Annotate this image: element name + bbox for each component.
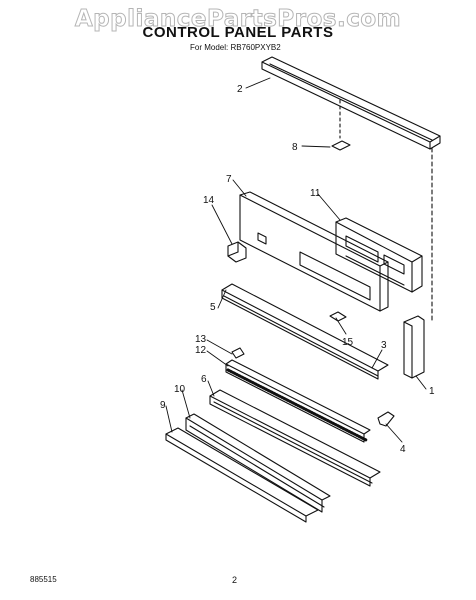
callout-4: 4	[400, 444, 406, 455]
part-4-bracket	[377, 411, 395, 427]
callout-14: 14	[203, 195, 215, 206]
callout-labels: 1 2 3 4 5 6 7 8 9 10 11 12 13 14 15	[160, 84, 435, 455]
part-15-clip	[329, 311, 347, 322]
callout-15: 15	[342, 337, 354, 348]
part-13-clip	[231, 347, 245, 359]
callout-10: 10	[174, 384, 186, 395]
watermark: AppliancePartsPros.com	[74, 6, 402, 33]
callout-8: 8	[292, 142, 298, 153]
callout-1: 1	[429, 386, 435, 397]
callout-7: 7	[226, 174, 232, 185]
part-2-top-trim	[261, 56, 441, 150]
part-5-trim-channel	[221, 283, 389, 380]
part-8-clip	[331, 99, 351, 151]
footer-code: 885515	[30, 575, 57, 584]
callout-5: 5	[210, 302, 216, 313]
part-9-lower-rail	[165, 427, 319, 523]
part-11-clock-module	[335, 217, 423, 293]
callout-13: 13	[195, 334, 207, 345]
part-14-knob	[227, 241, 247, 263]
callout-3: 3	[381, 340, 387, 351]
part-6-mounting-channel	[209, 389, 381, 487]
part-1-end-bracket	[403, 315, 425, 379]
callout-9: 9	[160, 400, 166, 411]
part-10-rail	[185, 413, 331, 513]
page-number: 2	[232, 575, 238, 585]
callout-2: 2	[237, 84, 243, 95]
model-label: For Model: RB760PXYB2	[190, 43, 281, 52]
part-12-slotted-strip	[225, 359, 371, 443]
callout-11: 11	[310, 188, 321, 199]
leader-lines	[165, 77, 427, 443]
diagram-title: CONTROL PANEL PARTS	[142, 24, 334, 41]
callout-6: 6	[201, 374, 207, 385]
callout-12: 12	[195, 345, 207, 356]
part-7-control-panel	[239, 191, 389, 312]
